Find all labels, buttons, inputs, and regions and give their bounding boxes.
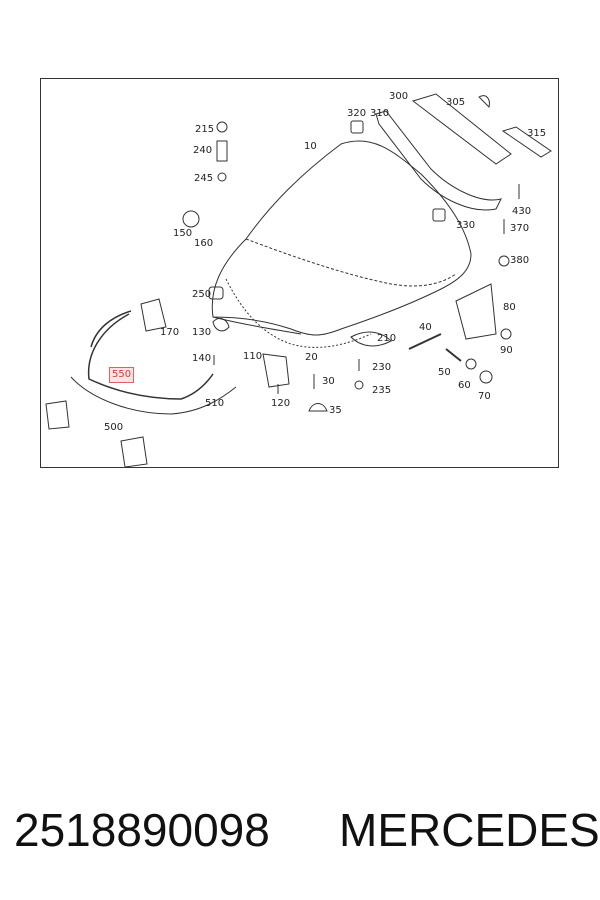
- part-215: [216, 121, 228, 133]
- label-70: 70: [478, 391, 491, 402]
- gas-strut-40: [408, 333, 442, 350]
- part-305: [478, 95, 490, 108]
- part-number: 2518890098: [14, 804, 270, 856]
- cowl-panel: [375, 110, 502, 211]
- label-305: 305: [446, 97, 466, 108]
- part-35: [308, 403, 328, 412]
- part-60: [465, 358, 477, 370]
- label-380: 380: [510, 255, 530, 266]
- seal-strip-left: [90, 310, 132, 348]
- label-40: 40: [419, 322, 432, 333]
- label-370: 370: [510, 223, 530, 234]
- part-235: [354, 380, 364, 390]
- parts-diagram: 10 20 30 35 40 50 60 70 80 90 110 120 13…: [40, 78, 559, 468]
- label-20: 20: [305, 352, 318, 363]
- part-50: [445, 348, 462, 362]
- label-110: 110: [243, 351, 263, 362]
- label-140: 140: [192, 353, 212, 364]
- hood-front-edge: [212, 316, 302, 335]
- label-120: 120: [271, 398, 291, 409]
- part-130: [212, 317, 230, 332]
- part-380: [498, 255, 510, 267]
- hinge-80: [455, 283, 497, 340]
- label-10: 10: [304, 141, 317, 152]
- cowl-strip-315: [501, 126, 552, 158]
- footer: 2518890098 MERCEDES: [0, 800, 600, 860]
- label-500: 500: [104, 422, 124, 433]
- seal-strip-550: [87, 313, 214, 400]
- label-80: 80: [503, 302, 516, 313]
- label-550-highlight[interactable]: 550: [109, 367, 135, 383]
- part-90: [500, 328, 512, 340]
- bracket-170: [140, 298, 167, 332]
- label-160: 160: [194, 238, 214, 249]
- label-170: 170: [160, 327, 180, 338]
- hood-outline: [211, 140, 472, 336]
- part-250: [208, 286, 224, 300]
- label-90: 90: [500, 345, 513, 356]
- part-320: [350, 120, 364, 134]
- label-235: 235: [372, 385, 392, 396]
- label-150: 150: [173, 228, 193, 239]
- label-240: 240: [193, 145, 213, 156]
- label-310: 310: [370, 108, 390, 119]
- diagram-drawing: [45, 93, 552, 468]
- label-245: 245: [194, 173, 214, 184]
- label-35: 35: [329, 405, 342, 416]
- label-430: 430: [512, 206, 532, 217]
- hood-liner: [225, 278, 372, 348]
- part-150: [182, 210, 200, 228]
- label-210: 210: [377, 333, 397, 344]
- label-130: 130: [192, 327, 212, 338]
- part-245: [217, 172, 227, 182]
- part-240: [216, 140, 228, 162]
- label-230: 230: [372, 362, 392, 373]
- bracket-bottom: [120, 436, 148, 468]
- label-315: 315: [527, 128, 547, 139]
- label-250: 250: [192, 289, 212, 300]
- part-70: [479, 370, 493, 384]
- label-60: 60: [458, 380, 471, 391]
- part-210: [350, 331, 392, 347]
- bracket-left-bottom: [45, 400, 70, 430]
- label-30: 30: [322, 376, 335, 387]
- label-215: 215: [195, 124, 215, 135]
- label-330: 330: [456, 220, 476, 231]
- label-320: 320: [347, 108, 367, 119]
- cowl-vent: [411, 93, 512, 165]
- label-510: 510: [205, 398, 225, 409]
- label-50: 50: [438, 367, 451, 378]
- brand-name: MERCEDES: [339, 804, 600, 856]
- hood-crease: [245, 238, 457, 287]
- label-300: 300: [389, 91, 409, 102]
- cable-510: [70, 376, 237, 415]
- lock-110: [262, 353, 290, 388]
- part-330: [432, 208, 446, 222]
